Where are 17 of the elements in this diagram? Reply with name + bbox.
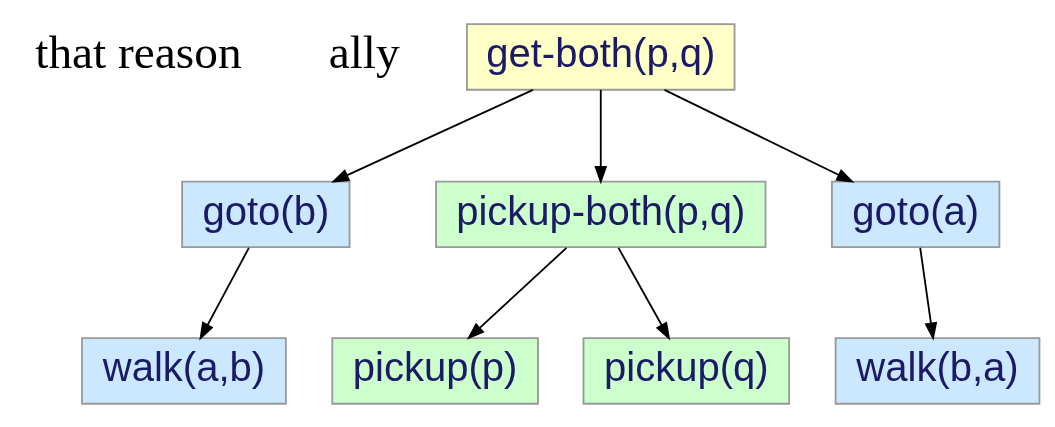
node-box: goto(a) — [831, 180, 1001, 249]
label: that reason — [35, 26, 242, 79]
arrow — [663, 89, 855, 183]
node-box: walk(b,a) — [834, 337, 1041, 405]
node-box: pickup(p) — [331, 337, 539, 405]
node-box: get-both(p,q) — [466, 23, 736, 91]
arrow — [331, 89, 534, 183]
node-box: pickup-both(p,q) — [435, 180, 767, 249]
arrow — [594, 89, 608, 185]
node-box: walk(a,b) — [81, 337, 287, 405]
arrow — [199, 247, 250, 341]
label: ally — [328, 26, 400, 79]
arrow — [466, 247, 568, 340]
node-box: goto(b) — [181, 180, 351, 249]
arrow — [617, 247, 671, 341]
node-box: pickup(q) — [582, 337, 791, 405]
arrow — [919, 247, 938, 341]
